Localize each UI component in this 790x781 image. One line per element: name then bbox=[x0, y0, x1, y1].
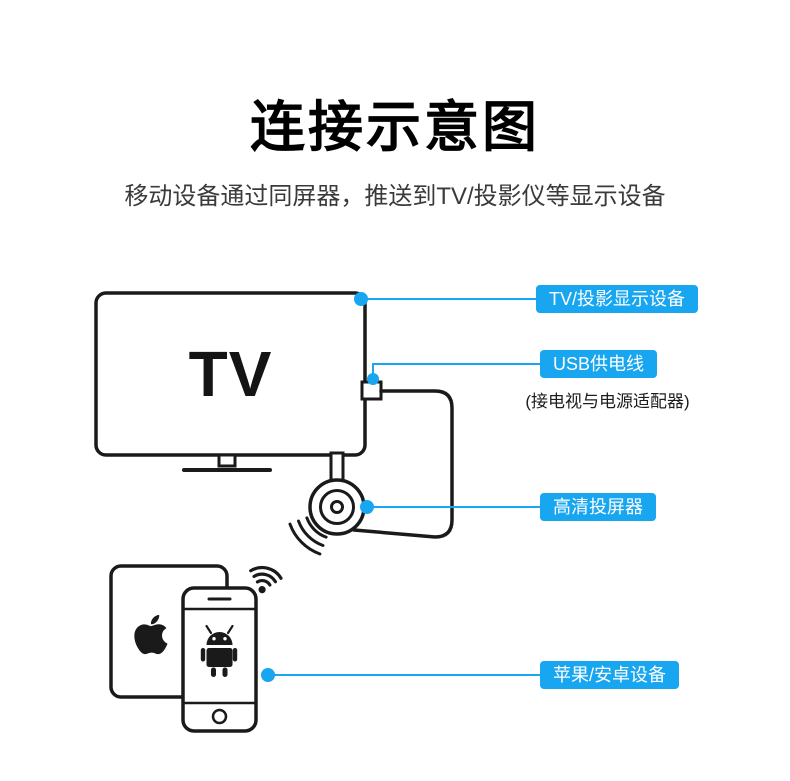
dongle-wifi-icon bbox=[288, 516, 328, 556]
tv-screen-label: TV bbox=[188, 338, 273, 410]
page-subtitle: 移动设备通过同屏器，推送到TV/投影仪等显示设备 bbox=[124, 183, 666, 210]
phone-home-button bbox=[211, 708, 228, 725]
callout-dot-dongle bbox=[360, 500, 374, 514]
phone-illustration bbox=[181, 586, 258, 733]
tv-stand-neck bbox=[217, 453, 237, 468]
apple-icon bbox=[134, 614, 168, 655]
callout-dot-devices bbox=[261, 668, 275, 682]
page-title: 连接示意图 bbox=[249, 96, 540, 158]
callout-label-display: TV/投影显示设备 bbox=[536, 285, 699, 313]
usb-cable bbox=[352, 389, 454, 539]
callout-note-usb-power: (接电视与电源适配器) bbox=[525, 392, 690, 411]
dongle-illustration bbox=[308, 451, 366, 536]
callout-label-dongle: 高清投屏器 bbox=[540, 493, 656, 521]
callout-connectors bbox=[261, 292, 540, 682]
callout-line-usb bbox=[372, 363, 540, 379]
callout-dot-usb bbox=[367, 373, 379, 385]
tv-illustration bbox=[94, 291, 367, 472]
callout-label-usb-power: USB供电线 bbox=[540, 350, 658, 378]
callout-dot-display bbox=[354, 292, 368, 306]
wifi-icon bbox=[249, 565, 283, 594]
android-icon bbox=[200, 624, 238, 677]
dongle-plug bbox=[329, 451, 345, 484]
callout-label-devices: 苹果/安卓设备 bbox=[540, 661, 680, 689]
